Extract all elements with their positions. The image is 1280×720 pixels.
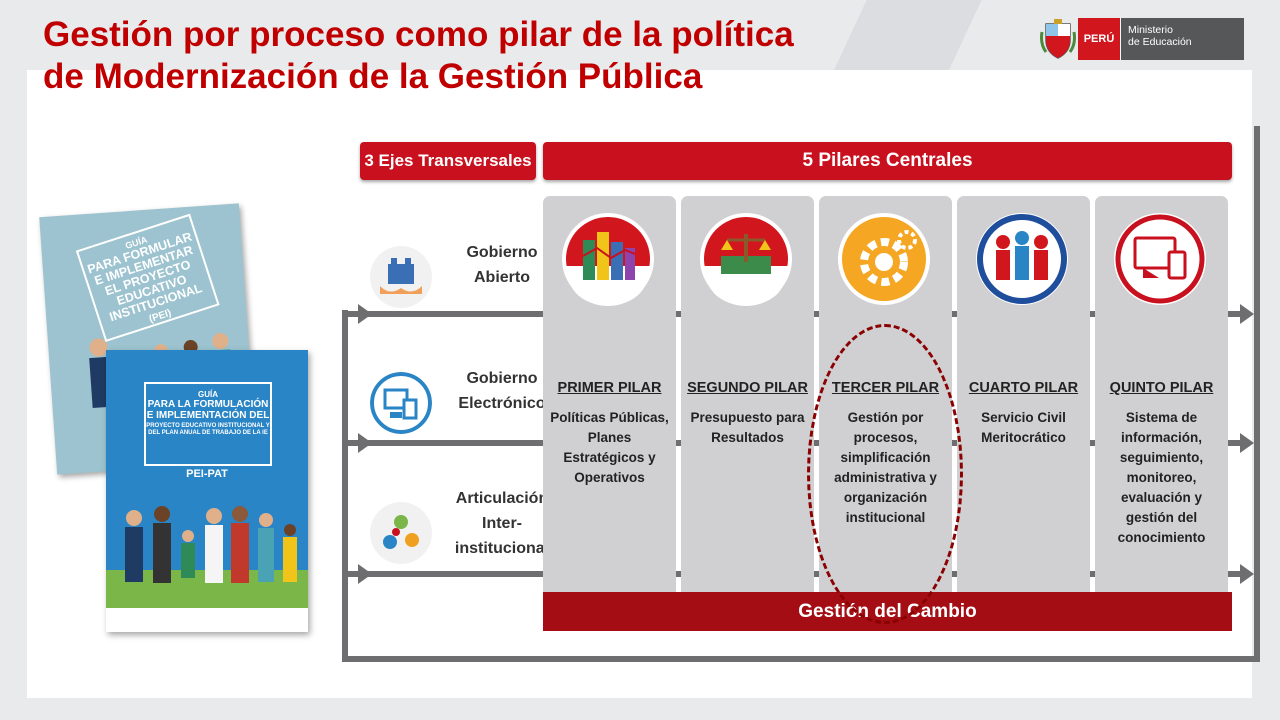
pillar-4-text: Servicio Civil Meritocrático: [981, 410, 1066, 445]
title-line-1: Gestión por proceso como pilar de la pol…: [43, 15, 794, 54]
pillar-5-text: Sistema de información, seguimiento, mon…: [1117, 410, 1206, 545]
coat-of-arms-icon: [1040, 19, 1076, 59]
pillar-2-title: SEGUNDO PILAR: [687, 380, 808, 396]
axis-electronic-government-label: Gobierno Electrónico: [434, 366, 570, 416]
flow-arrow-2-right: [1240, 433, 1254, 453]
third-pillar-highlight: [807, 324, 963, 624]
frame-right-line: [1254, 126, 1260, 662]
ministry-line-2: de Educación: [1128, 36, 1192, 48]
pillar-1: PRIMER PILAR Políticas Públicas, Planes …: [543, 196, 676, 606]
pillar-1-text: Políticas Públicas, Planes Estratégicos …: [550, 410, 669, 485]
pei-pat-guide-label: GUÍA: [198, 390, 218, 399]
flow-arrow-2-left: [358, 433, 372, 453]
flow-arrow-1-left: [358, 304, 372, 324]
pei-pat-title-box: GUÍA PARA LA FORMULACIÓN E IMPLEMENTACIÓ…: [144, 382, 272, 466]
pillar-2: SEGUNDO PILAR Presupuesto para Resultado…: [681, 196, 814, 606]
pei-pat-title: PARA LA FORMULACIÓN E IMPLEMENTACIÓN DEL: [146, 399, 270, 421]
pei-pat-guide-cover: GUÍA PARA LA FORMULACIÓN E IMPLEMENTACIÓ…: [106, 350, 308, 632]
pei-pat-people-illustration: [125, 506, 297, 583]
pei-guide-title-box: GUÍA PARA FORMULAR E IMPLEMENTAR EL PROY…: [75, 213, 220, 343]
pillars-header: 5 Pilares Centrales: [543, 142, 1232, 180]
pei-guide-title: PARA FORMULAR E IMPLEMENTAR EL PROYECTO …: [85, 229, 204, 325]
pillars-diagram: 3 Ejes Transversales 5 Pilares Centrales…: [340, 126, 1260, 668]
open-government-icon: [370, 246, 432, 308]
information-system-icon: [1114, 213, 1206, 305]
pillar-5-title: QUINTO PILAR: [1109, 380, 1214, 396]
pillar-4-title: CUARTO PILAR: [968, 380, 1079, 396]
axis-open-government: Gobierno Abierto: [370, 240, 550, 320]
flow-arrow-1-right: [1240, 304, 1254, 324]
axis-open-government-label: Gobierno Abierto: [434, 240, 570, 290]
axis-inter-institutional-label: Articulación Inter- institucional: [434, 486, 570, 561]
pillar-5: QUINTO PILAR Sistema de información, seg…: [1095, 196, 1228, 606]
pei-pat-footer: [106, 608, 308, 632]
axes-header: 3 Ejes Transversales: [360, 142, 536, 180]
axis-label-line: Abierto: [474, 269, 530, 286]
scales-icon: [700, 213, 792, 306]
axis-label-line: Inter-: [482, 515, 522, 532]
slide-title: Gestión por proceso como pilar de la pol…: [43, 14, 943, 98]
ministry-line-1: Ministerio: [1128, 24, 1173, 36]
ministry-name: Ministerio de Educación: [1120, 18, 1244, 60]
title-line-2: de Modernización de la Gestión Pública: [43, 57, 703, 96]
peru-badge: PERÚ: [1078, 18, 1120, 60]
city-chart-icon: [562, 213, 654, 306]
axis-label-line: Articulación: [455, 490, 549, 507]
gears-icon: [838, 213, 930, 305]
axis-label-line: Gobierno: [466, 244, 538, 261]
pillar-1-title: PRIMER PILAR: [557, 380, 662, 396]
axis-inter-institutional: Articulación Inter- institucional: [370, 486, 550, 566]
pei-pat-subtitle: PROYECTO EDUCATIVO INSTITUCIONAL Y DEL P…: [146, 423, 270, 436]
flow-arrow-3-left: [358, 564, 372, 584]
axis-label-line: institucional: [454, 540, 550, 557]
axis-label-line: Gobierno: [466, 370, 538, 387]
frame-left-line: [342, 310, 348, 662]
devices-icon: [370, 372, 432, 434]
flow-arrow-3-right: [1240, 564, 1254, 584]
pei-pat-code: PEI-PAT: [186, 468, 228, 480]
ministerio-logo: PERÚ Ministerio de Educación: [1040, 18, 1244, 60]
pillar-4: CUARTO PILAR Servicio Civil Meritocrátic…: [957, 196, 1090, 606]
people-icon: [976, 213, 1068, 305]
pillar-2-text: Presupuesto para Resultados: [690, 410, 805, 445]
frame-bottom-line: [342, 656, 1260, 662]
axis-electronic-government: Gobierno Electrónico: [370, 366, 550, 446]
axis-label-line: Electrónico: [458, 395, 546, 412]
network-icon: [370, 502, 432, 564]
